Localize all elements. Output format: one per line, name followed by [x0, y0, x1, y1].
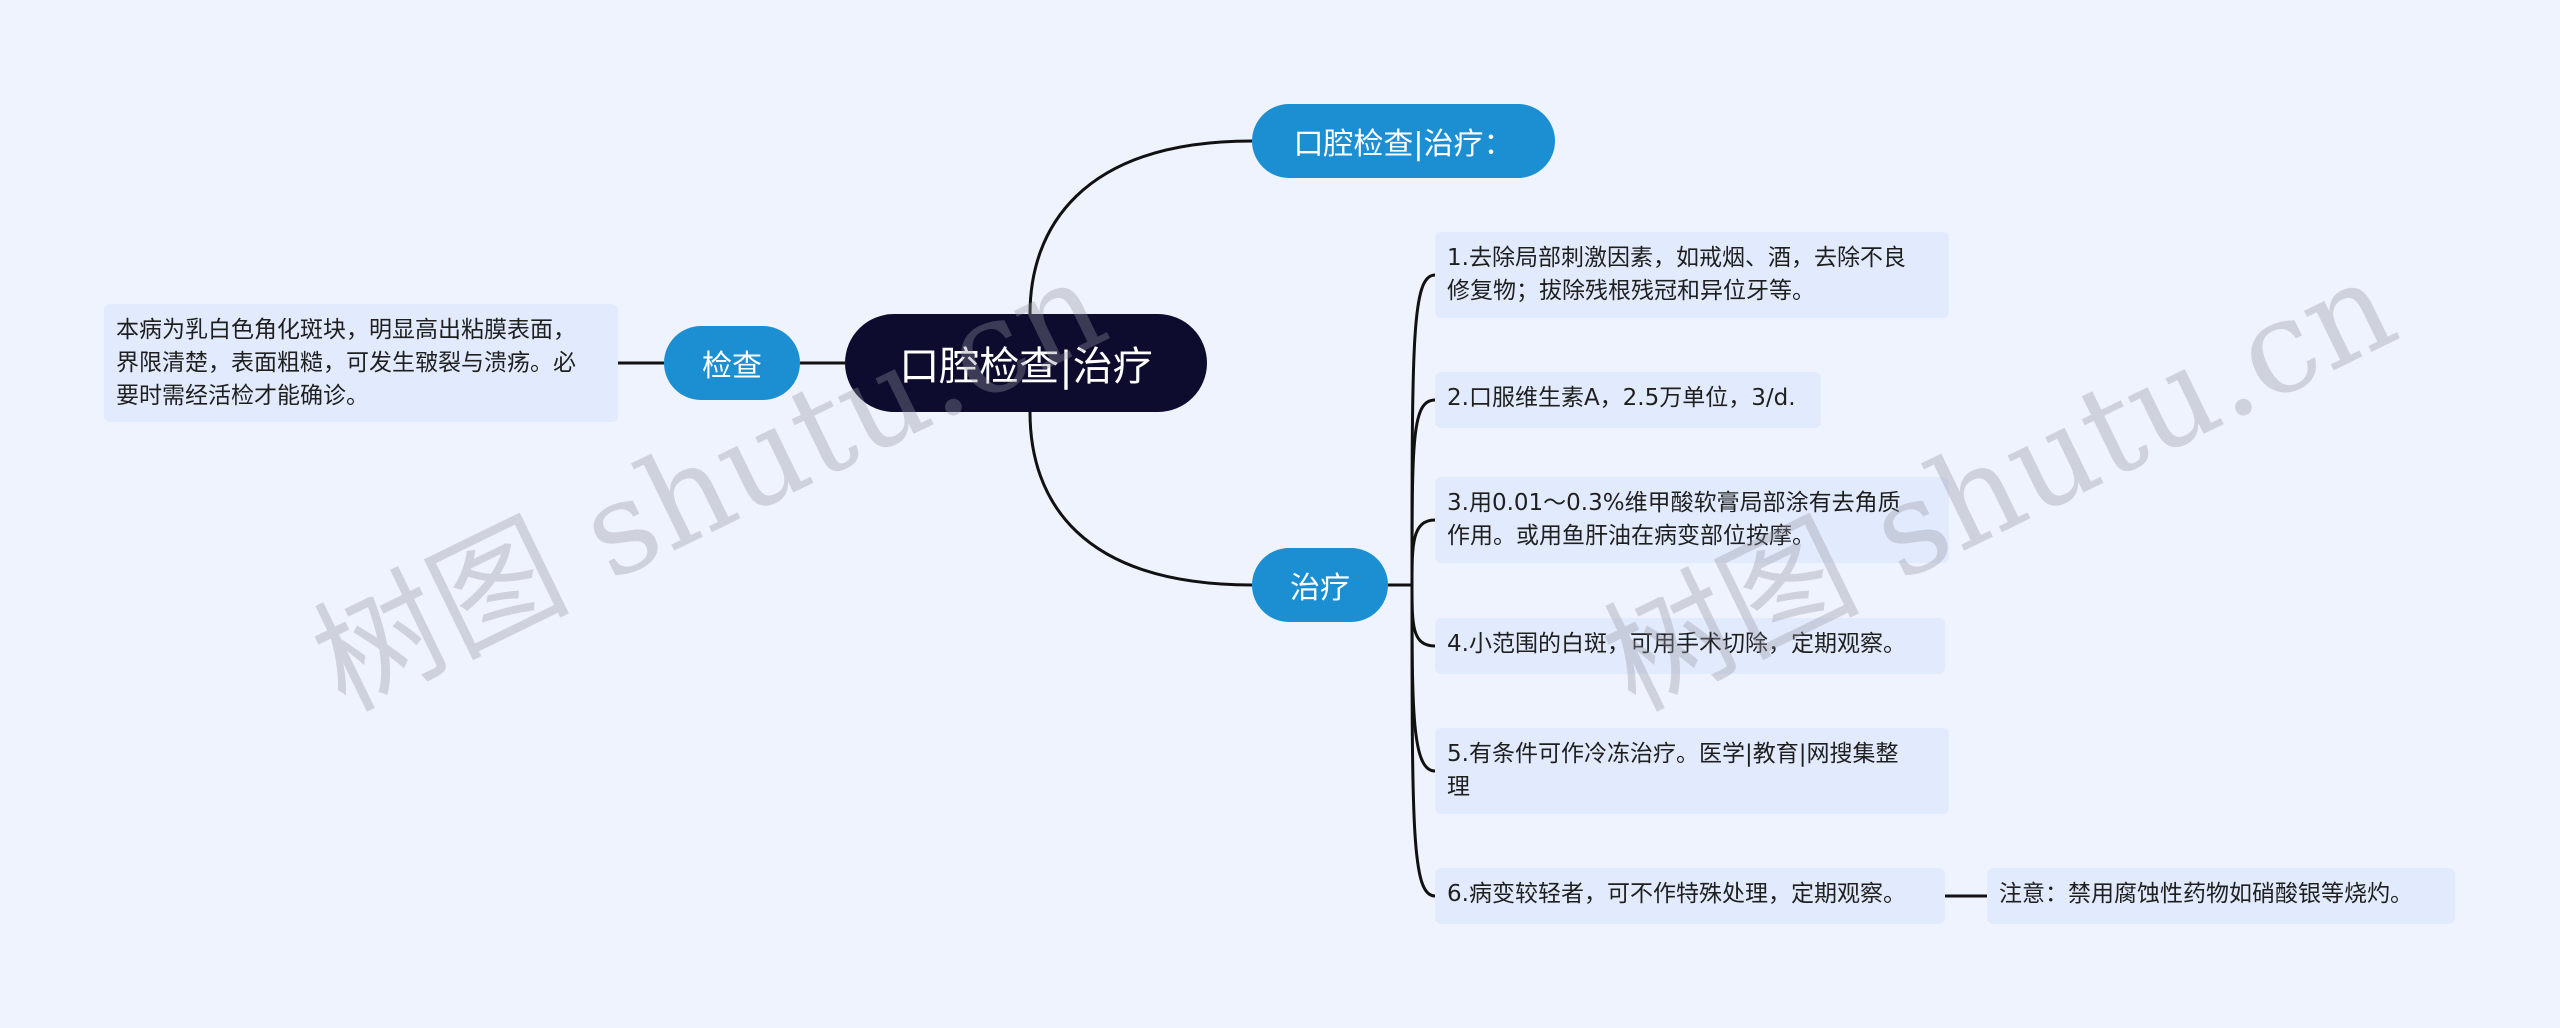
branch-label: 检查 [702, 349, 762, 384]
root-node[interactable]: 口腔检查|治疗 [845, 314, 1207, 412]
link-treat-6 [1410, 584, 1436, 898]
link-treat-3 [1410, 518, 1436, 586]
link-treat-4 [1410, 584, 1436, 648]
leaf-treatment-6[interactable]: 6.病变较轻者，可不作特殊处理，定期观察。 [1435, 868, 1945, 924]
leaf-examination-description[interactable]: 本病为乳白色角化斑块，明显高出粘膜表面， 界限清楚，表面粗糙，可发生皲裂与溃疡。… [104, 304, 618, 422]
leaf-treatment-2[interactable]: 2.口服维生素A，2.5万单位，3/d. [1435, 372, 1821, 428]
leaf-treatment-5[interactable]: 5.有条件可作冷冻治疗。医学|教育|网搜集整 理 [1435, 728, 1949, 814]
leaf-treatment-3[interactable]: 3.用0.01～0.3%维甲酸软膏局部涂有去角质 作用。或用鱼肝油在病变部位按摩… [1435, 477, 1949, 563]
link-treat-2 [1410, 398, 1436, 586]
branch-node-treatment[interactable]: 治疗 [1252, 548, 1388, 622]
leaf-note[interactable]: 注意：禁用腐蚀性药物如硝酸银等烧灼。 [1987, 868, 2455, 924]
branch-label: 口腔检查|治疗： [1293, 127, 1514, 162]
leaf-treatment-1[interactable]: 1.去除局部刺激因素，如戒烟、酒，去除不良 修复物；拔除残根残冠和异位牙等。 [1435, 232, 1949, 318]
link-root-top [1028, 139, 1253, 315]
leaf-treatment-4[interactable]: 4.小范围的白斑，可用手术切除，定期观察。 [1435, 618, 1945, 674]
link-treat-5 [1410, 584, 1436, 773]
branch-node-examination[interactable]: 检查 [664, 326, 800, 400]
root-label: 口腔检查|治疗 [899, 344, 1153, 390]
branch-label: 治疗 [1290, 571, 1350, 606]
branch-node-exam-treatment[interactable]: 口腔检查|治疗： [1252, 104, 1555, 178]
link-root-treat [1028, 411, 1253, 587]
